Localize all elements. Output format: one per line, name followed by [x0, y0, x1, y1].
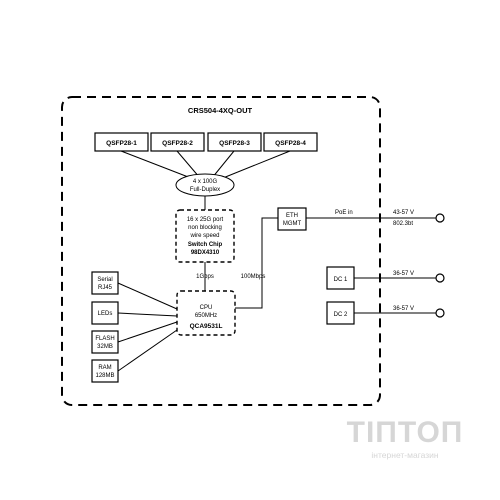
peripheral-flash: FLASH 32MB — [91, 330, 119, 354]
svg-text:Serial: Serial — [97, 277, 112, 283]
svg-text:Switch Chip: Switch Chip — [188, 242, 223, 248]
svg-text:98DX4310: 98DX4310 — [191, 250, 220, 256]
svg-text:Full-Duplex: Full-Duplex — [190, 187, 220, 193]
svg-text:QCA9531L: QCA9531L — [190, 323, 223, 330]
svg-text:QSFP28-2: QSFP28-2 — [162, 140, 193, 147]
switch-chip: 16 x 25G port non blocking wire speed Sw… — [175, 209, 235, 263]
device-boundary — [61, 96, 381, 406]
svg-text:LEDs: LEDs — [98, 311, 113, 317]
qsfp-port-2: QSFP28-2 — [150, 132, 205, 152]
device-title: CRS504-4XQ-OUT — [188, 106, 253, 115]
svg-text:16 x 25G port: 16 x 25G port — [187, 217, 224, 223]
eth-mgmt-port: ETH MGMT — [277, 207, 307, 231]
svg-text:QSFP28-4: QSFP28-4 — [275, 140, 306, 147]
watermark-brand: ТІПТОП — [347, 416, 464, 449]
watermark-tagline: інтернет-магазин — [371, 450, 438, 460]
dc-input-2: DC 2 36-57 V — [326, 301, 445, 325]
svg-text:DC 1: DC 1 — [334, 277, 348, 283]
svg-text:RJ45: RJ45 — [98, 285, 113, 291]
svg-text:non blocking: non blocking — [188, 225, 222, 231]
connector-lines — [117, 150, 437, 372]
cpu-block: CPU 650MHz QCA9531L — [176, 290, 236, 336]
peripheral-serial: Serial RJ45 — [91, 271, 119, 295]
svg-text:128MB: 128MB — [95, 373, 114, 379]
peripheral-ram: RAM 128MB — [91, 359, 119, 383]
link-speed-switch-cpu: 1Gbps — [196, 274, 214, 280]
svg-text:CPU: CPU — [200, 305, 213, 311]
svg-text:MGMT: MGMT — [283, 221, 302, 227]
svg-text:wire speed: wire speed — [189, 233, 219, 239]
qsfp-port-4: QSFP28-4 — [263, 132, 318, 152]
qsfp-port-1: QSFP28-1 — [94, 132, 149, 152]
peripheral-leds: LEDs — [91, 301, 119, 325]
svg-text:32MB: 32MB — [97, 344, 113, 350]
svg-text:650MHz: 650MHz — [195, 313, 217, 319]
ports-bubble: 4 x 100G Full-Duplex — [175, 173, 235, 197]
svg-text:DC 2: DC 2 — [334, 312, 348, 318]
qsfp-port-3: QSFP28-3 — [207, 132, 262, 152]
svg-text:ETH: ETH — [286, 213, 298, 219]
svg-text:36-57 V: 36-57 V — [393, 306, 414, 312]
svg-text:QSFP28-1: QSFP28-1 — [106, 140, 137, 147]
svg-text:RAM: RAM — [98, 365, 111, 371]
poe-label: PoE in — [335, 210, 353, 216]
poe-standard: 802.3bt — [393, 221, 413, 227]
link-speed-cpu-eth: 100Mbps — [241, 274, 266, 280]
dc-input-1: DC 1 36-57 V — [326, 266, 445, 290]
poe-voltage: 43-57 V — [393, 210, 414, 216]
svg-text:QSFP28-3: QSFP28-3 — [219, 140, 250, 147]
watermark: ТІПТОП інтернет-магазин — [347, 416, 464, 460]
svg-text:FLASH: FLASH — [95, 336, 114, 342]
poe-terminal — [435, 213, 445, 223]
svg-text:36-57 V: 36-57 V — [393, 271, 414, 277]
svg-text:4 x 100G: 4 x 100G — [193, 179, 218, 185]
